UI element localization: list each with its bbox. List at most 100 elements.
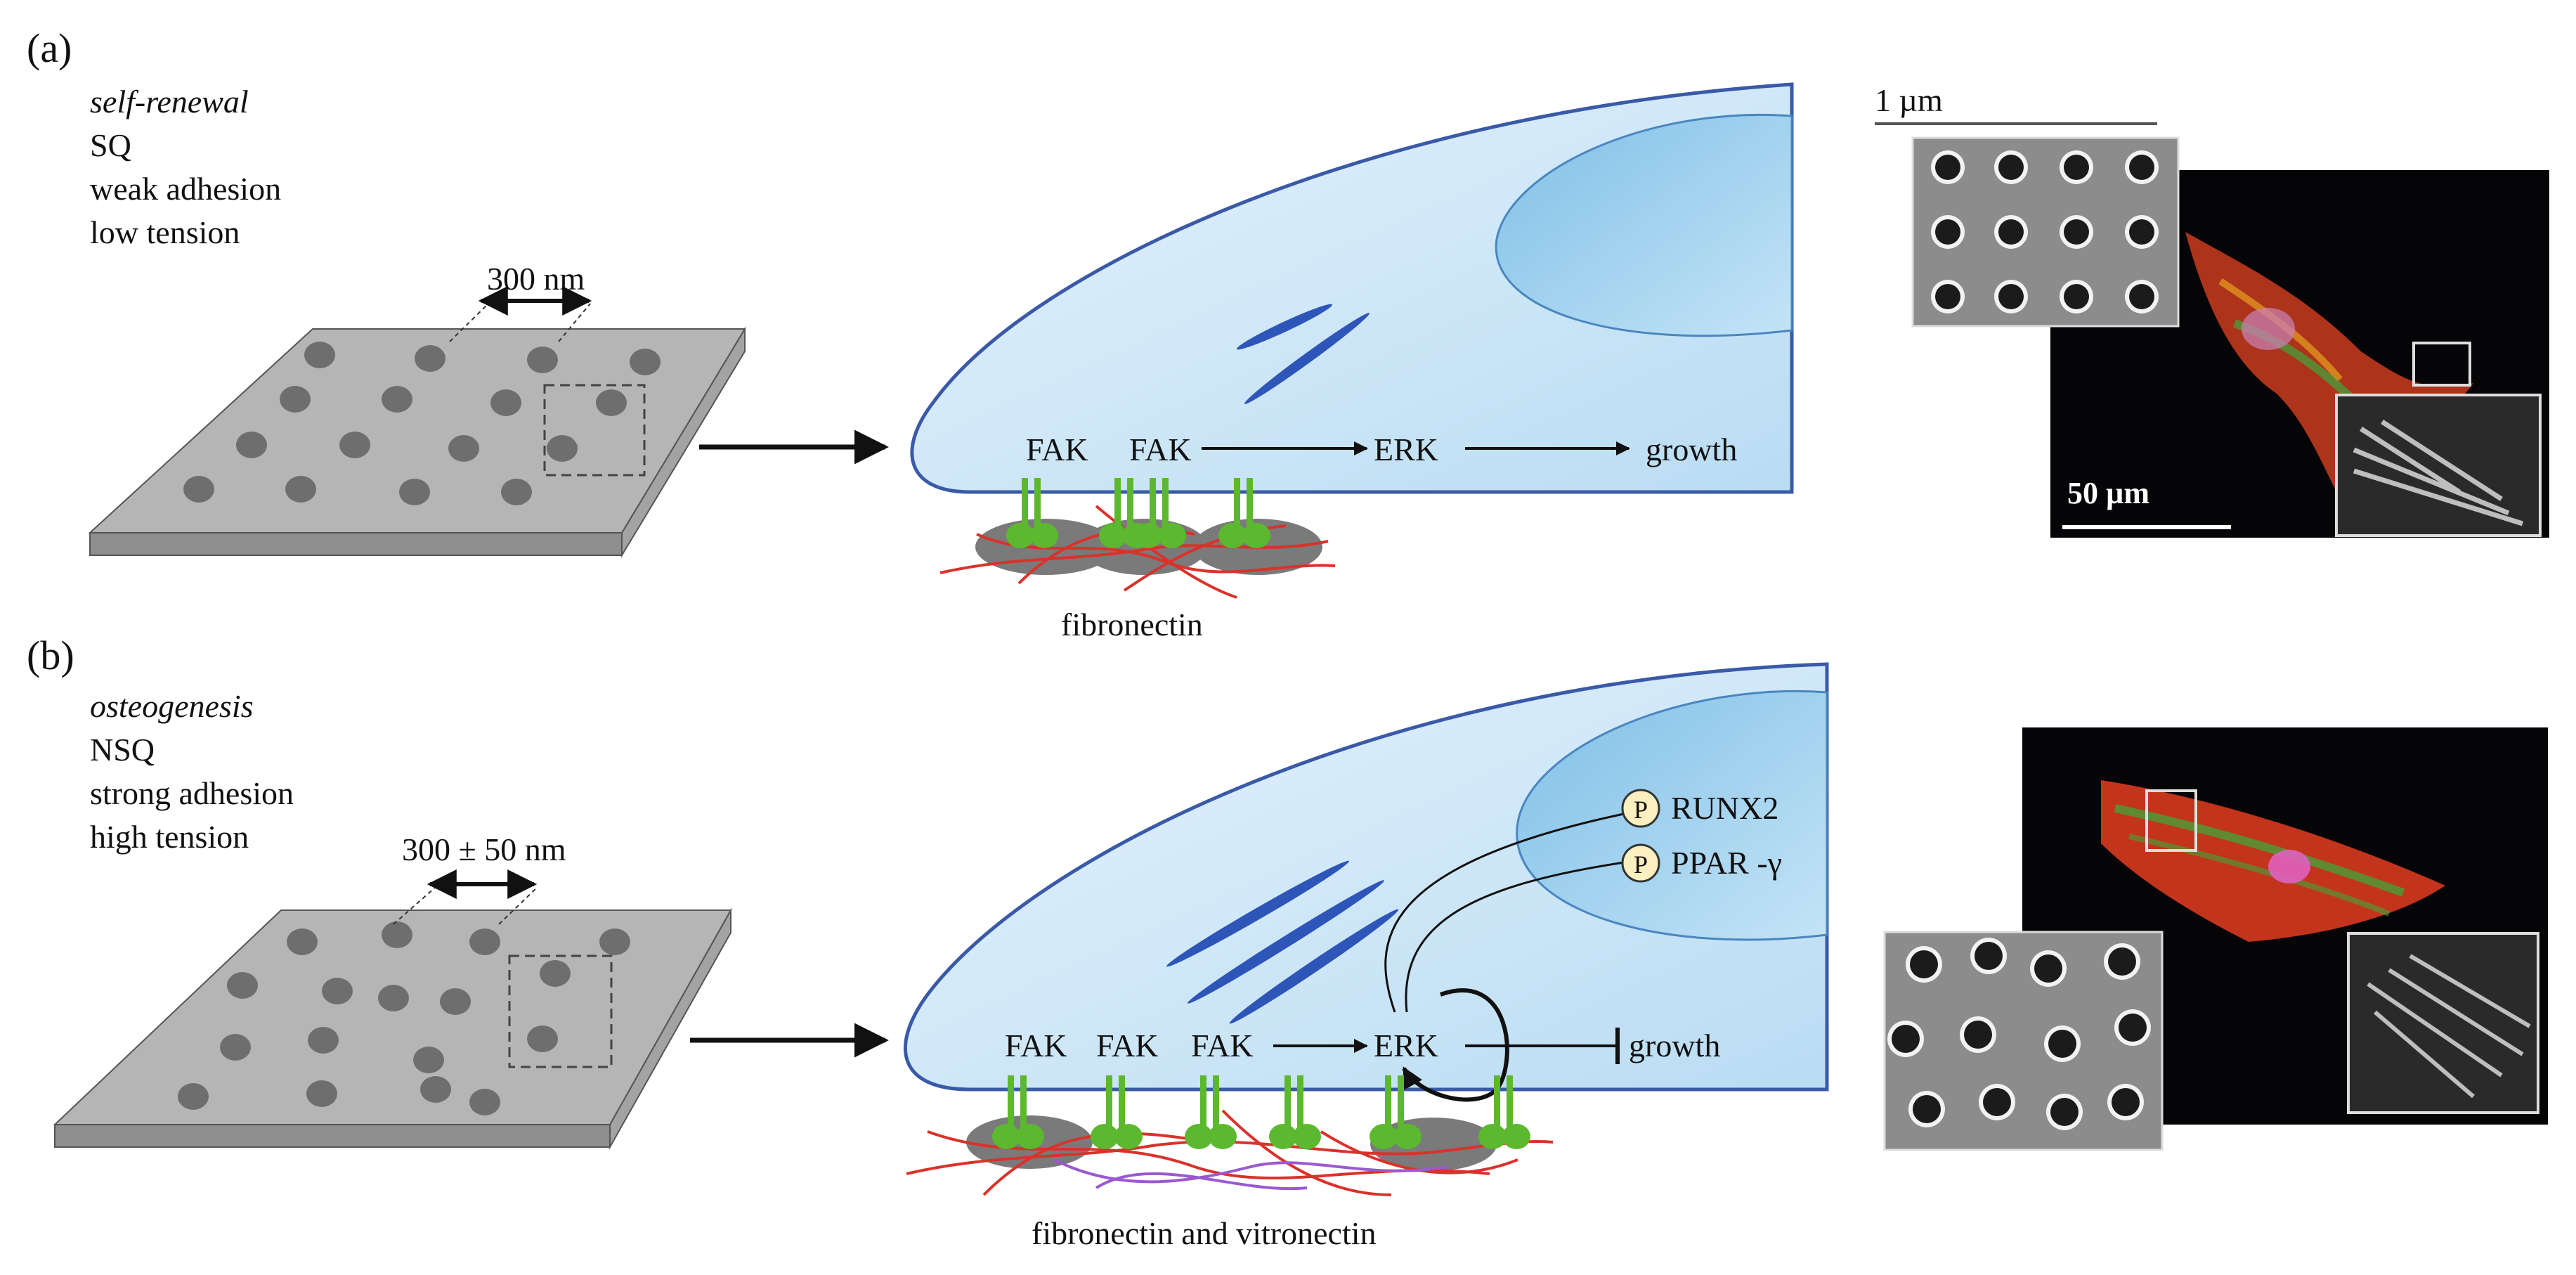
sem-pit [2104,943,2140,980]
panel-a-ecm-label: fibronectin [1061,607,1203,642]
integrin [1006,478,1058,548]
panel-b-letter: (b) [27,633,74,678]
panel-a-zoom-box [543,384,646,477]
panel-b-nanopit [378,985,409,1011]
panel-b-arrow-erk-ppar [1405,857,1635,1013]
panel-b-arrow-erk-runx2 [1384,808,1635,1013]
panel-a-condition-0: self-renewal [90,84,249,119]
panel-a-nanopit [236,432,267,458]
panel-a-condition-1: SQ [90,127,131,163]
panel-b-nanopit [527,1025,558,1052]
panel-a-nanopit [527,347,558,373]
panel-a-nanopit [547,435,578,462]
panel-b-target-ppar: PPAR -γ [1671,845,1782,881]
integrin [1218,478,1270,548]
panel-b-phospho-2-label: P [1634,850,1648,879]
panel-a: (a) self-renewal SQ weak adhesion low te… [27,25,2549,642]
panel-b-nanopit [469,1089,500,1115]
panel-a-nanopit [183,476,214,503]
panel-b-substrate: 300 ± 50 nm [53,831,732,1150]
sem-pit [1994,280,2028,313]
panel-b-nanopit [382,921,412,948]
panel-a-sem-scale: 1 µm [1875,82,1943,118]
panel-b-cell-fluorescence [2101,780,2445,942]
panel-b-zoom-box [508,954,613,1068]
integrin [992,1075,1044,1149]
panel-b-sem-pits [1887,938,2151,1130]
panel-b-erk: ERK [1374,1028,1438,1063]
integrin [1185,1075,1237,1149]
panel-a-growth: growth [1646,432,1737,467]
panel-b-integrins [992,1075,1530,1149]
panel-b-actin [1166,860,1399,1024]
panel-b-phospho-1 [1621,789,1660,828]
panel-a-micrographs: 1 µm 50 µm [1875,82,2549,538]
integrin [1269,1075,1321,1149]
panel-b-nanopit [308,1027,339,1054]
panel-b-condition-0: osteogenesis [90,688,254,724]
integrin [1370,1075,1422,1149]
integrin [1134,478,1186,548]
panel-a-nanopit [285,476,316,503]
sem-pit [1931,215,1965,249]
panel-b-nanopit [306,1080,337,1107]
panel-a-cell [910,82,1794,494]
panel-b-nanopit [227,972,258,999]
sem-pit [2125,150,2159,184]
panel-b-target-runx2: RUNX2 [1671,790,1778,826]
panel-b-growth: growth [1629,1028,1720,1063]
panel-b-zoom-fibers [2367,954,2531,1099]
integrin [1478,1075,1530,1149]
panel-b: (b) osteogenesis NSQ strong adhesion hig… [27,633,2548,1251]
panel-b-cell [903,662,1829,1092]
panel-a-adhesion: fibronectin [939,478,1336,642]
sem-pit [1908,1091,1945,1127]
panel-b-nanopit [322,978,353,1004]
sem-pit [1994,215,2028,249]
panel-a-zoom-fibers [2353,420,2524,526]
panel-a-nanopits [183,342,661,505]
panel-a-zoom-inset [2335,394,2542,537]
panel-a-conditions: self-renewal SQ weak adhesion low tensio… [90,84,281,250]
panel-b-nanopit [540,960,571,987]
panel-b-nanopits [178,921,630,1115]
panel-a-spacing-label: 300 nm [487,261,585,297]
panel-b-vitronectin-fibers [1053,1158,1448,1191]
sem-pit [1931,280,1965,313]
panel-b-zoom-inset [2347,932,2539,1114]
sem-pit [1960,1016,1996,1053]
panel-a-fak-2: FAK [1129,432,1192,467]
sem-pit [2125,280,2159,313]
panel-a-nanopit [501,479,532,505]
panel-a-nanopit [382,386,412,413]
panel-a-nanopit [339,432,370,458]
sem-pit [2046,1094,2083,1130]
panel-b-fak-3: FAK [1191,1028,1254,1063]
sem-pit [1906,946,1942,983]
panel-b-condition-1: NSQ [90,732,155,768]
panel-b-adhesion: fibronectin and vitronectin [906,1075,1554,1251]
panel-a-substrate: 300 nm [88,261,746,558]
panel-a-nanopit [304,342,335,368]
panel-a-integrins [1006,478,1270,548]
panel-b-nanopit [413,1047,444,1073]
sem-pit [2060,280,2093,313]
sem-pit [2044,1025,2081,1062]
panel-a-nanopit [399,479,430,505]
panel-b-nanopit [287,928,318,955]
panel-a-pathway: FAK FAK ERK growth [1026,432,1737,467]
panel-b-nanopit [469,928,500,955]
panel-b-nucleus [1516,690,1828,941]
panel-a-fluor-scale: 50 µm [2067,476,2149,510]
panel-a-nanopit [630,349,661,375]
panel-a-sem-pits [1931,150,2159,313]
sem-pit [1970,938,2007,974]
panel-a-condition-2: weak adhesion [90,171,281,207]
sem-pit [1994,150,2028,184]
panel-b-pathway: FAK FAK FAK ERK growth P RUNX2 P PPAR -γ [1005,789,1782,1102]
panel-a-nanopit [596,389,627,416]
sem-pit [2107,1084,2144,1120]
panel-b-nanopit [599,928,630,955]
panel-b-phospho-2 [1621,843,1660,883]
sem-pit [2125,215,2159,249]
